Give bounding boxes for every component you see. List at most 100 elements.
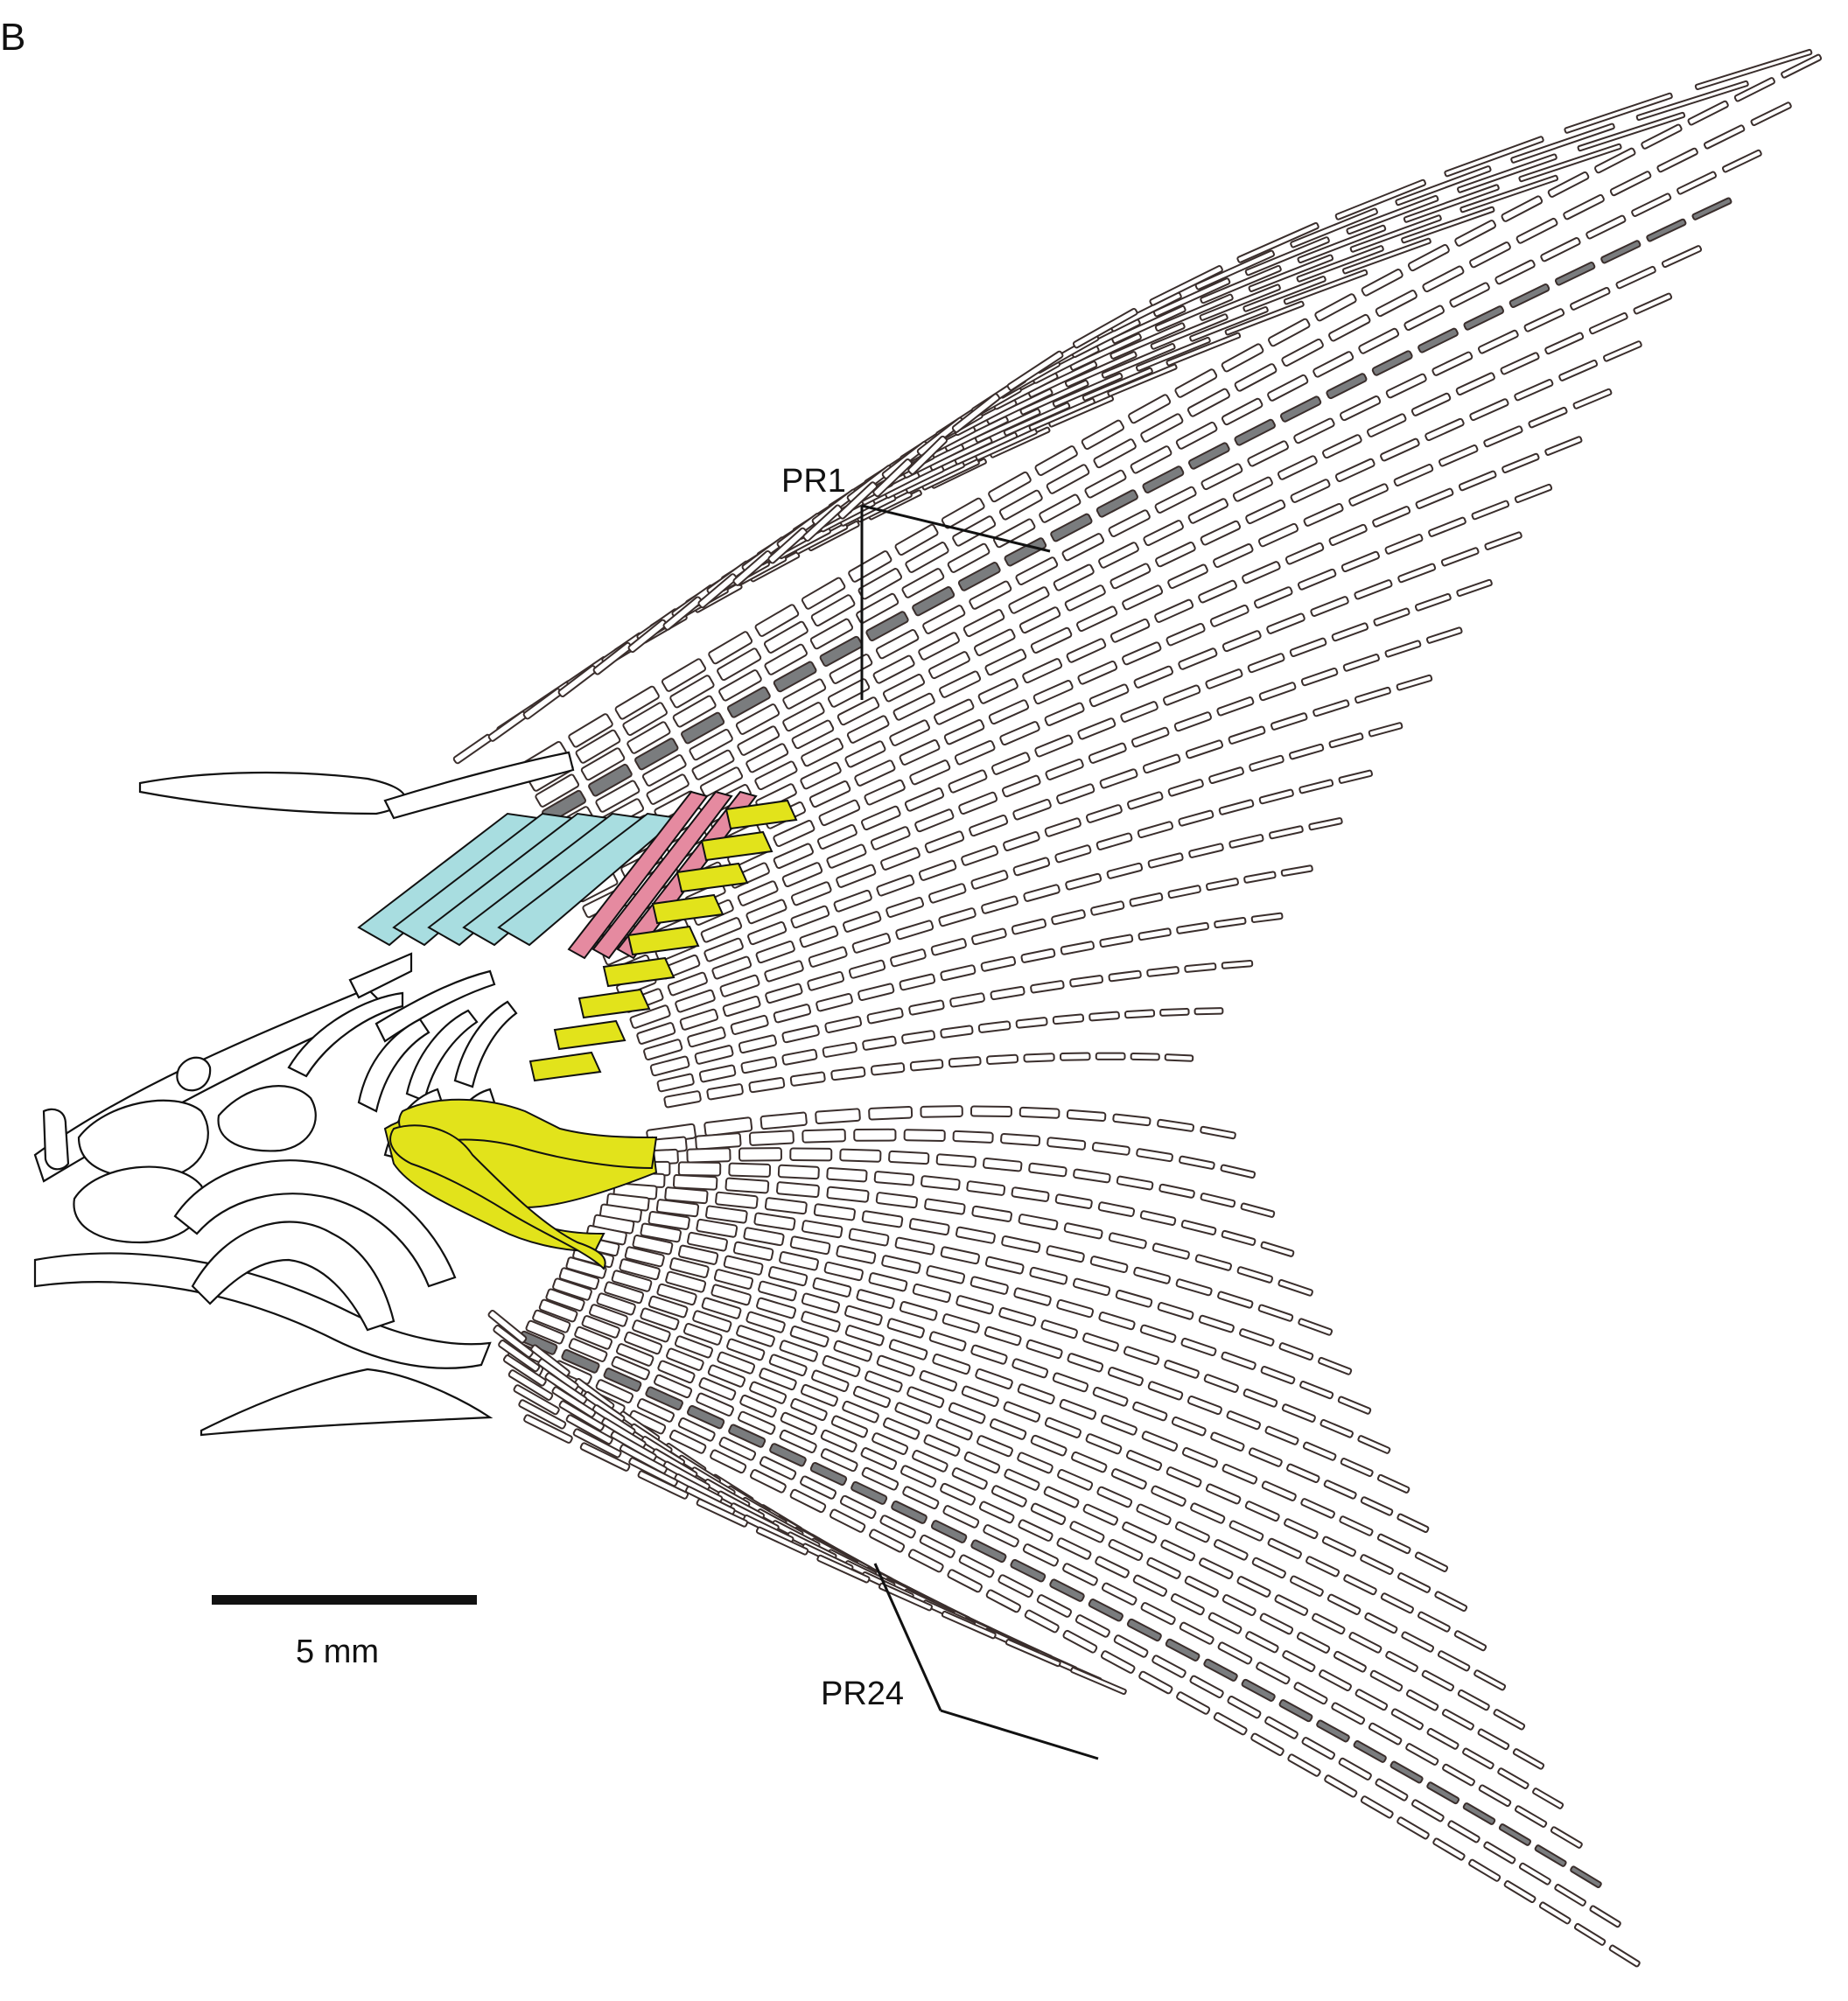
ray-segment bbox=[525, 1319, 565, 1345]
ray-segment bbox=[1457, 1689, 1490, 1711]
ray-segment bbox=[861, 1210, 904, 1228]
fin-ray bbox=[565, 1256, 1468, 1613]
ray-segment bbox=[1353, 1739, 1387, 1763]
ray-segment bbox=[611, 1355, 650, 1381]
ray-segment bbox=[1138, 1670, 1173, 1695]
ray-segment bbox=[1074, 1614, 1110, 1638]
ray-segment bbox=[764, 960, 804, 983]
ray-segment bbox=[991, 752, 1031, 775]
ray-segment bbox=[868, 1105, 914, 1121]
ray-segment bbox=[1236, 221, 1320, 263]
ray-segment bbox=[1036, 1594, 1073, 1618]
ray-segment bbox=[1432, 1837, 1466, 1861]
ray-segment bbox=[870, 1062, 906, 1076]
ray-segment bbox=[958, 791, 998, 815]
ray-segment bbox=[1046, 464, 1090, 494]
ray-segment bbox=[1236, 1266, 1273, 1284]
ray-segment bbox=[730, 1014, 769, 1035]
ray-segment bbox=[738, 1410, 776, 1435]
ray-segment bbox=[1143, 520, 1184, 547]
ray-segment bbox=[809, 1462, 848, 1487]
ray-segment bbox=[1497, 1767, 1530, 1789]
ray-segment bbox=[704, 937, 744, 962]
ray-segment bbox=[1008, 586, 1050, 614]
ray-segment bbox=[750, 1469, 787, 1494]
ray-segment bbox=[760, 1111, 808, 1130]
ray-segment bbox=[648, 1295, 689, 1319]
ray-segment bbox=[970, 1344, 1008, 1365]
hypural-lower bbox=[173, 1159, 457, 1288]
ray-segment bbox=[924, 830, 965, 854]
ray-segment bbox=[836, 864, 877, 888]
ray-segment bbox=[1334, 458, 1376, 483]
ray-segment bbox=[990, 1418, 1027, 1440]
ray-segment bbox=[865, 611, 909, 641]
principal-ray-pr1 bbox=[542, 197, 1732, 823]
ray-segment bbox=[1242, 276, 1326, 312]
ray-segment bbox=[1221, 1229, 1256, 1246]
ray-segment bbox=[899, 1301, 938, 1321]
ray-segment bbox=[810, 594, 856, 627]
ray-segment bbox=[1206, 1483, 1242, 1505]
ray-segment bbox=[1609, 171, 1652, 197]
ray-segment bbox=[872, 1432, 909, 1455]
ray-segment bbox=[1220, 1164, 1256, 1179]
ray-segment bbox=[790, 1398, 828, 1421]
ray-segment bbox=[1129, 892, 1164, 907]
ray-segment bbox=[1426, 1781, 1460, 1805]
ray-segment bbox=[1082, 1503, 1118, 1526]
ray-segment bbox=[990, 985, 1026, 1001]
ray-segment bbox=[1092, 1386, 1129, 1407]
ray-segment bbox=[1020, 948, 1056, 963]
ray-segment bbox=[710, 1284, 752, 1306]
ray-segment bbox=[706, 1083, 744, 1101]
ray-segment bbox=[961, 1385, 999, 1407]
ray-segment bbox=[758, 1280, 797, 1302]
ray-segment bbox=[1147, 852, 1184, 869]
ray-segment bbox=[891, 1501, 928, 1524]
ray-segment bbox=[941, 497, 985, 529]
ray-segment bbox=[844, 1325, 885, 1347]
ray-segment bbox=[1462, 1747, 1494, 1770]
ray-segment bbox=[1324, 1774, 1358, 1798]
ray-segment bbox=[664, 1186, 709, 1205]
ray-segment bbox=[764, 643, 808, 675]
ray-segment bbox=[1703, 124, 1746, 150]
ray-segment bbox=[952, 515, 997, 547]
ray-segment bbox=[1328, 313, 1371, 342]
ray-segment bbox=[1380, 1592, 1414, 1614]
ray-segment bbox=[892, 692, 935, 721]
ray-segment bbox=[1279, 395, 1322, 423]
ray-segment bbox=[629, 1004, 671, 1029]
ray-segment bbox=[1054, 1193, 1093, 1209]
ray-segment bbox=[969, 580, 1012, 610]
ray-segment bbox=[854, 759, 896, 787]
ray-segment bbox=[851, 933, 892, 954]
ray-segment bbox=[1277, 455, 1318, 480]
ray-segment bbox=[776, 1181, 820, 1199]
ray-segment bbox=[839, 1494, 877, 1519]
ray-segment bbox=[1460, 174, 1559, 213]
ray-segment bbox=[754, 760, 798, 791]
ray-segment bbox=[918, 859, 957, 881]
ray-segment bbox=[1069, 332, 1142, 371]
ray-segment bbox=[802, 504, 843, 542]
ray-segment bbox=[1107, 1367, 1144, 1387]
ray-segment bbox=[677, 1417, 716, 1442]
fin-ray bbox=[538, 1298, 1545, 1770]
ray-segment bbox=[988, 699, 1030, 725]
ray-segment bbox=[535, 773, 579, 808]
ray-segment bbox=[1100, 1650, 1136, 1674]
ray-segment bbox=[551, 1386, 597, 1418]
ray-segment bbox=[1186, 388, 1230, 417]
ray-segment bbox=[691, 749, 735, 780]
ray-segment bbox=[1106, 862, 1144, 879]
ray-segment bbox=[1227, 1696, 1262, 1719]
yellow-element bbox=[626, 925, 700, 956]
ray-segment bbox=[1270, 712, 1308, 731]
ray-segment bbox=[1069, 975, 1103, 988]
ray-segment bbox=[637, 1470, 690, 1500]
ray-segment bbox=[808, 780, 851, 808]
ray-segment bbox=[815, 1108, 861, 1125]
ray-segment bbox=[1052, 1013, 1085, 1025]
